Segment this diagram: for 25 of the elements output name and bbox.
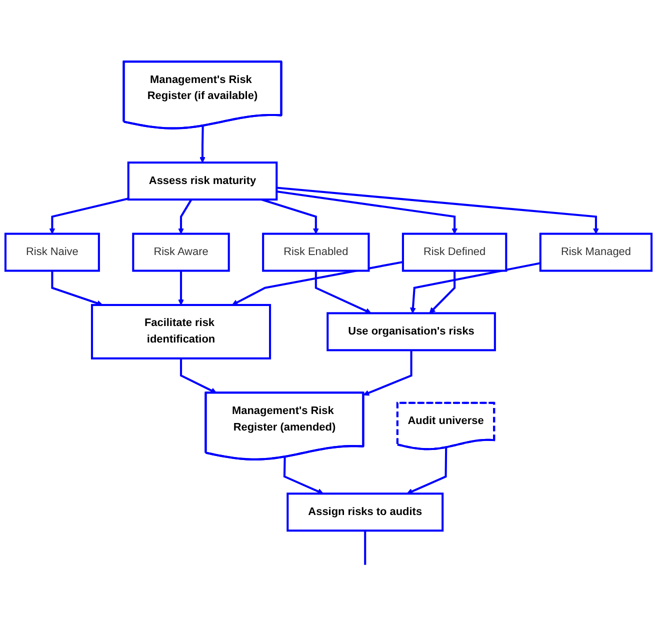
node-box: Assess risk maturity xyxy=(127,162,278,201)
arrow xyxy=(276,186,599,234)
node-box: Facilitate risk identification xyxy=(90,304,272,360)
arrow xyxy=(178,270,184,306)
arrow xyxy=(199,126,206,163)
connector xyxy=(364,530,366,565)
arrow xyxy=(314,270,372,314)
node-box: Risk Naive xyxy=(4,232,100,272)
node-box: Risk Aware xyxy=(132,232,230,272)
node-box: Risk Managed xyxy=(539,232,653,272)
arrow xyxy=(261,198,319,234)
node-box: Use organisation's risks xyxy=(326,312,496,352)
arrow xyxy=(232,260,404,306)
arrow xyxy=(178,199,192,234)
node-box: Risk Defined xyxy=(402,232,508,272)
node-box: Risk Enabled xyxy=(262,232,370,272)
arrow xyxy=(180,358,217,394)
arrow xyxy=(276,190,458,234)
arrow xyxy=(363,350,412,396)
arrow xyxy=(429,270,456,314)
arrow xyxy=(410,262,541,314)
arrow xyxy=(406,448,448,494)
arrow xyxy=(283,456,324,494)
node-box: Assign risks to audits xyxy=(286,492,444,532)
arrow xyxy=(49,198,129,234)
